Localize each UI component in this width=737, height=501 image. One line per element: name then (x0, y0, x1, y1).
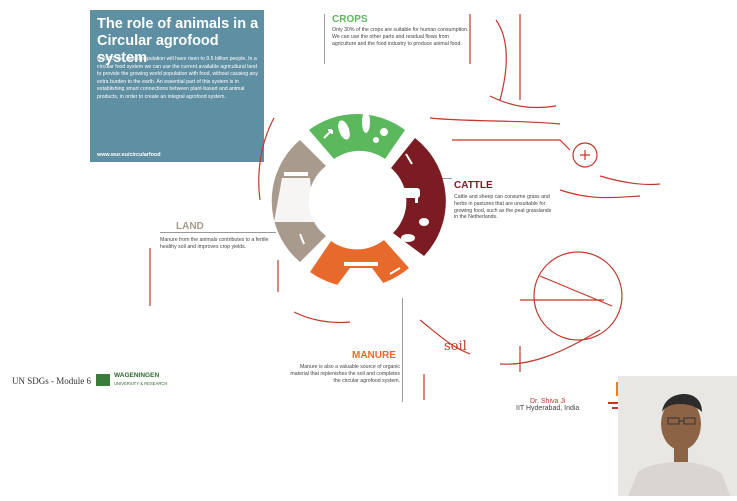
wur-name: WAGENINGEN (114, 372, 160, 379)
annotation-text: soil (444, 339, 467, 354)
manure-text: Manure is also a valuable source of orga… (290, 364, 400, 384)
cattle-label: CATTLE (454, 180, 493, 191)
crops-label: CROPS (332, 14, 368, 25)
presenter-video-icon (618, 376, 737, 496)
land-text: Manure from the animals contributes to a… (160, 237, 269, 250)
land-label: LAND (176, 221, 204, 232)
arrow-icon (299, 233, 305, 245)
presenter-info: Dr. Shiva Ji IIT Hyderabad, India (516, 398, 579, 412)
spreader-icon (332, 262, 390, 292)
cycle-diagram (271, 111, 446, 292)
wur-emblem-icon (96, 374, 110, 386)
corn-icon (362, 111, 370, 133)
crops-leaves-icon (373, 128, 388, 143)
wageningen-logo: WAGENINGEN UNIVERSITY & RESEARCH (96, 372, 176, 390)
slide-title: The role of animals in a Circular agrofo… (97, 16, 259, 66)
webcam-feed (618, 376, 737, 496)
arrow-icon (389, 267, 401, 275)
presenter-institute: IIT Hyderabad, India (516, 405, 580, 412)
crops-segment (309, 114, 405, 159)
intro-text: In 2050, the global population will have… (97, 56, 258, 100)
crops-text: Only 30% of the crops are suitable for h… (332, 27, 469, 47)
chicken-icon (419, 218, 429, 226)
cattle-text: Cattle and sheep can consume grass and h… (454, 194, 552, 221)
title-panel: The role of animals in a Circular agrofo… (90, 10, 264, 162)
arrow-icon (405, 153, 413, 165)
field-icon (274, 172, 314, 222)
course-label: UN SDGs - Module 6 (12, 376, 92, 386)
manure-label: MANURE (352, 350, 396, 361)
wur-sub: UNIVERSITY & RESEARCH (114, 381, 168, 386)
manure-connector (402, 298, 403, 402)
arrow-icon (323, 129, 333, 139)
cow-icon (400, 188, 420, 203)
source-url: www.wur.eu/circularfood (97, 152, 161, 158)
pig-icon (401, 234, 415, 242)
crops-connector (324, 14, 325, 64)
land-connector (160, 232, 276, 233)
presenter-name: Dr. Shiva Ji (530, 398, 566, 405)
leaf-icon (338, 120, 350, 140)
